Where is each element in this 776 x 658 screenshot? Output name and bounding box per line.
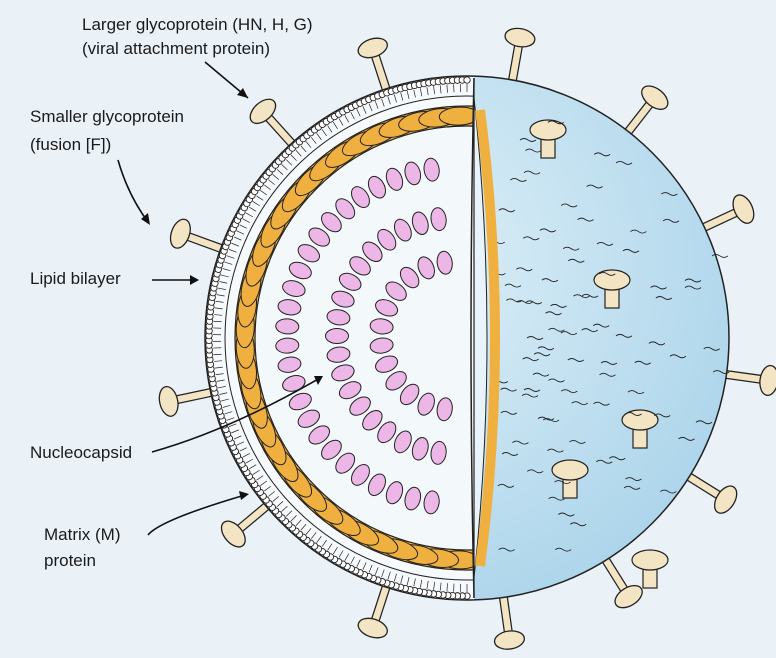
glycoprotein-spike-icon — [626, 81, 672, 134]
glycoprotein-spike-icon — [246, 95, 295, 147]
surface-glycoprotein-icon — [632, 550, 668, 588]
glycoprotein-spike-icon — [504, 26, 537, 84]
glycoprotein-spike-icon — [686, 475, 741, 517]
glycoprotein-spike-icon — [356, 583, 390, 641]
label-fusion: (fusion [F]) — [30, 135, 111, 154]
label-viral-attachment-protein: (viral attachment protein) — [82, 39, 270, 58]
label-larger-glycoprotein: Larger glycoprotein (HN, H, G) — [82, 15, 313, 34]
nucleocapsid-bead-icon — [326, 329, 349, 344]
label-matrix-protein: protein — [44, 551, 96, 570]
label-nucleocapsid: Nucleocapsid — [30, 443, 132, 462]
glycoprotein-spike-icon — [722, 364, 776, 396]
glycoprotein-spike-icon — [217, 504, 270, 551]
glycoprotein-spike-icon — [167, 217, 225, 251]
label-matrix: Matrix (M) — [44, 525, 120, 544]
label-smaller-glycoprotein: Smaller glycoprotein — [30, 107, 184, 126]
glycoprotein-spike-icon — [157, 385, 215, 418]
glycoprotein-spike-icon — [356, 35, 390, 93]
glycoprotein-spike-icon — [701, 192, 758, 229]
label-lipid-bilayer: Lipid bilayer — [30, 269, 121, 288]
glycoprotein-spike-icon — [493, 593, 525, 651]
